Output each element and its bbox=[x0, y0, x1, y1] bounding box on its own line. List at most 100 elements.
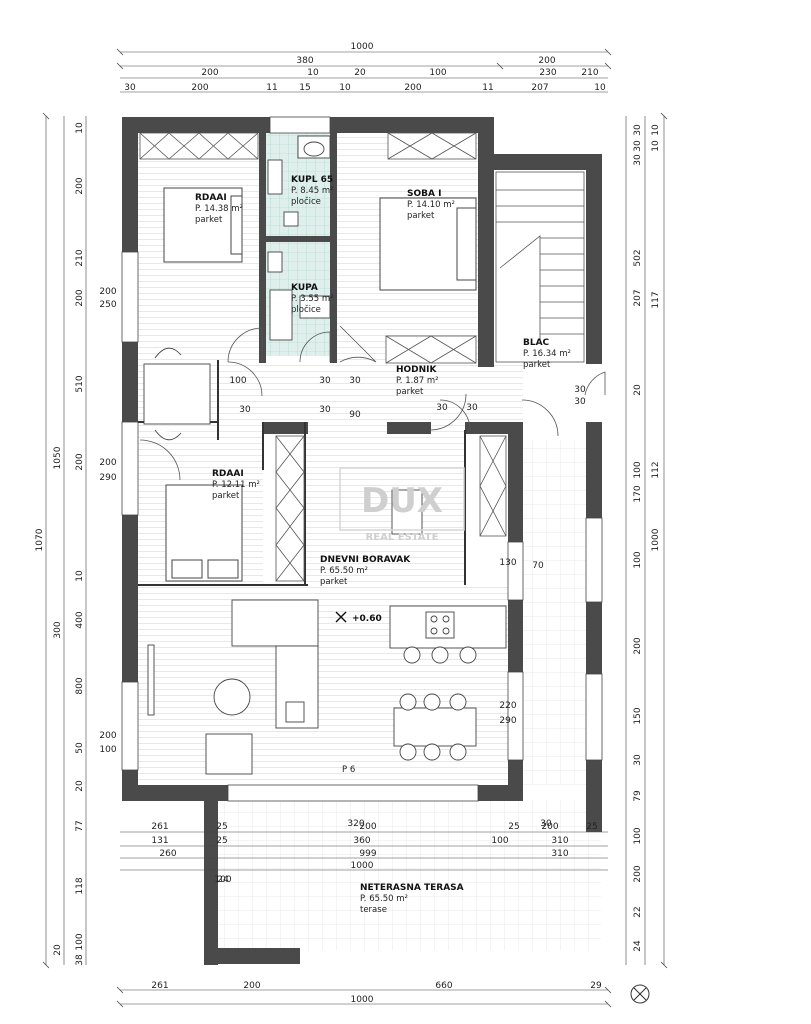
room-area: P. 65.50 m² bbox=[320, 566, 368, 576]
dimension-label: 30 bbox=[633, 140, 643, 152]
dimension-label: 100 bbox=[633, 461, 643, 478]
room-name: DNEVNI BORAVAK bbox=[320, 555, 411, 565]
dimension-label: 210 bbox=[581, 68, 598, 78]
dimension-label: 20 bbox=[633, 384, 643, 396]
dimension-label: 20 bbox=[53, 944, 63, 956]
dimension-label: 24 bbox=[633, 940, 643, 952]
dimension-label: 1000 bbox=[351, 861, 374, 871]
watermark-sub: REAL ESTATE bbox=[366, 532, 439, 543]
dimension-label: 380 bbox=[296, 56, 313, 66]
room-area: P. 8.45 m² bbox=[291, 186, 334, 196]
dimension-label: 150 bbox=[633, 707, 643, 724]
room-name: RDAAI bbox=[195, 193, 227, 203]
level-label: +0.60 bbox=[352, 614, 382, 624]
dimension-label: 261 bbox=[151, 981, 168, 991]
room-name: KUPA bbox=[291, 283, 318, 293]
dimension-label: 1000 bbox=[351, 42, 374, 52]
dimension-label: 11 bbox=[482, 83, 493, 93]
dimension-label: 200 bbox=[404, 83, 421, 93]
wardrobes bbox=[139, 132, 507, 582]
dimension-label: 30 bbox=[633, 124, 643, 136]
dimension-label: 660 bbox=[435, 981, 452, 991]
dimension-label: 29 bbox=[590, 981, 602, 991]
dimension-label: 112 bbox=[651, 461, 661, 478]
misc-labels: +0.60 P 6 bbox=[342, 614, 382, 775]
living-furniture bbox=[147, 489, 507, 775]
dimension-label: 10 bbox=[651, 124, 661, 136]
dimension-label: 1000 bbox=[651, 528, 661, 551]
dimension-label: 30 bbox=[574, 385, 586, 395]
bath-fixtures bbox=[267, 135, 331, 341]
dimension-label: 117 bbox=[651, 291, 661, 308]
dimension-label: 200 bbox=[99, 731, 116, 741]
dimension-label: 800 bbox=[75, 677, 85, 694]
dimension-label: 1000 bbox=[351, 995, 374, 1005]
dimension-label: 10 bbox=[307, 68, 319, 78]
dimension-label: 70 bbox=[532, 561, 544, 571]
dimension-label: 30 bbox=[239, 405, 251, 415]
dimension-label: 310 bbox=[551, 849, 568, 859]
dimension-label: 10 bbox=[339, 83, 351, 93]
dimension-label: 200 bbox=[359, 822, 376, 832]
room-floor: parket bbox=[212, 491, 240, 501]
dimension-label: 300 bbox=[53, 621, 63, 638]
room-area: P. 65.50 m² bbox=[360, 894, 408, 904]
dimension-label: 100 bbox=[214, 875, 231, 885]
dimension-label: 502 bbox=[633, 249, 643, 266]
dimension-label: 131 bbox=[151, 836, 168, 846]
dimension-label: 30 bbox=[124, 83, 136, 93]
dimension-label: 290 bbox=[499, 716, 516, 726]
room-name: SOBA I bbox=[407, 189, 441, 199]
dimension-label: 10 bbox=[594, 83, 606, 93]
dimension-label: 200 bbox=[99, 458, 116, 468]
stairs bbox=[495, 171, 585, 363]
dimension-label: 200 bbox=[541, 822, 558, 832]
dimension-label: 20 bbox=[354, 68, 366, 78]
dimension-label: 22 bbox=[633, 906, 643, 917]
dimension-label: 250 bbox=[99, 300, 116, 310]
dimension-label: 320 bbox=[347, 819, 364, 829]
dimension-label: 210 bbox=[75, 249, 85, 266]
dimension-label: 11 bbox=[266, 83, 277, 93]
dimension-label: 170 bbox=[633, 485, 643, 502]
dimension-label: 1070 bbox=[35, 528, 45, 551]
dimension-lines bbox=[45, 51, 665, 1005]
room-area: P. 3.55 m² bbox=[291, 294, 334, 304]
dimension-label: 510 bbox=[75, 375, 85, 392]
dimension-label: 100 bbox=[99, 745, 116, 755]
dimension-label: 25 bbox=[586, 822, 597, 832]
room-name: RDAAI bbox=[212, 469, 244, 479]
level-marker bbox=[335, 611, 347, 623]
dimension-label: 30 bbox=[436, 403, 448, 413]
room-floor: parket bbox=[523, 360, 551, 370]
dimension-label: 30 bbox=[349, 376, 361, 386]
dimension-label: 290 bbox=[99, 473, 116, 483]
dimension-label: 10 bbox=[75, 570, 85, 582]
watermark: DUX REAL ESTATE bbox=[339, 467, 465, 543]
dimension-label: 200 bbox=[633, 637, 643, 654]
dimension-ticks bbox=[42, 48, 668, 1008]
room-floor: parket bbox=[396, 387, 424, 397]
dimension-label: 20 bbox=[75, 780, 85, 792]
dimension-label: 25 bbox=[216, 822, 227, 832]
dimension-label: 130 bbox=[499, 558, 516, 568]
dining-furniture-small bbox=[143, 347, 211, 441]
room-area: P. 1.87 m² bbox=[396, 376, 439, 386]
dimension-label: 220 bbox=[499, 701, 516, 711]
room-name: KUPL 65 bbox=[291, 175, 333, 185]
room-name: HODNIK bbox=[396, 365, 438, 375]
dimension-label: 200 bbox=[75, 177, 85, 194]
dimension-label: 207 bbox=[531, 83, 548, 93]
dimension-label: 1050 bbox=[53, 446, 63, 469]
dimension-label: 200 bbox=[201, 68, 218, 78]
dimension-label: 30 bbox=[466, 403, 478, 413]
dimension-label: 207 bbox=[633, 289, 643, 306]
dimension-label: 30 bbox=[540, 819, 552, 829]
dimension-label: 200 bbox=[243, 981, 260, 991]
dimension-label: 25 bbox=[216, 836, 227, 846]
p6-label: P 6 bbox=[342, 765, 355, 775]
dimension-label: 38 bbox=[75, 954, 85, 966]
dimension-label: 200 bbox=[75, 453, 85, 470]
